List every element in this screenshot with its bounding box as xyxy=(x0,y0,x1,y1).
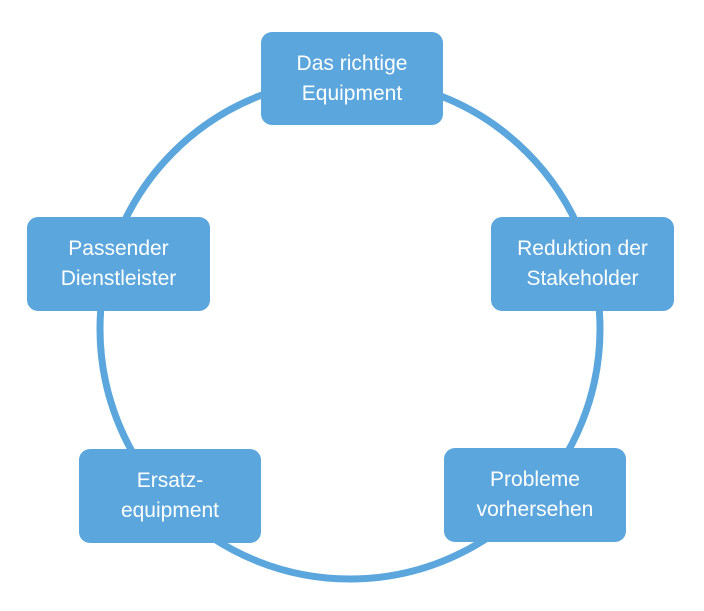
cycle-node-das-richtige-equipment: Das richtige Equipment xyxy=(261,32,443,125)
node-label-line1: Ersatz- xyxy=(136,469,204,492)
node-label-line2: equipment xyxy=(120,499,220,522)
node-label-line1: Passender xyxy=(68,237,169,260)
node-label-line1: Reduktion der xyxy=(517,237,648,260)
node-label-line2: vorhersehen xyxy=(476,498,594,521)
node-label-line1: Das richtige xyxy=(296,51,408,75)
node-label-line2: Dienstleister xyxy=(60,267,177,290)
node-label-line2: Stakeholder xyxy=(526,267,639,290)
cycle-node-passender-dienstleister: Passender Dienstleister xyxy=(27,217,210,311)
cycle-node-probleme-vorhersehen: Probleme vorhersehen xyxy=(444,448,626,542)
node-label-line1: Probleme xyxy=(490,468,580,491)
cycle-node-ersatz-equipment: Ersatz- equipment xyxy=(79,449,261,543)
cycle-node-reduktion-der-stakeholder: Reduktion der Stakeholder xyxy=(491,217,674,311)
node-label-line2: Equipment xyxy=(301,81,403,105)
